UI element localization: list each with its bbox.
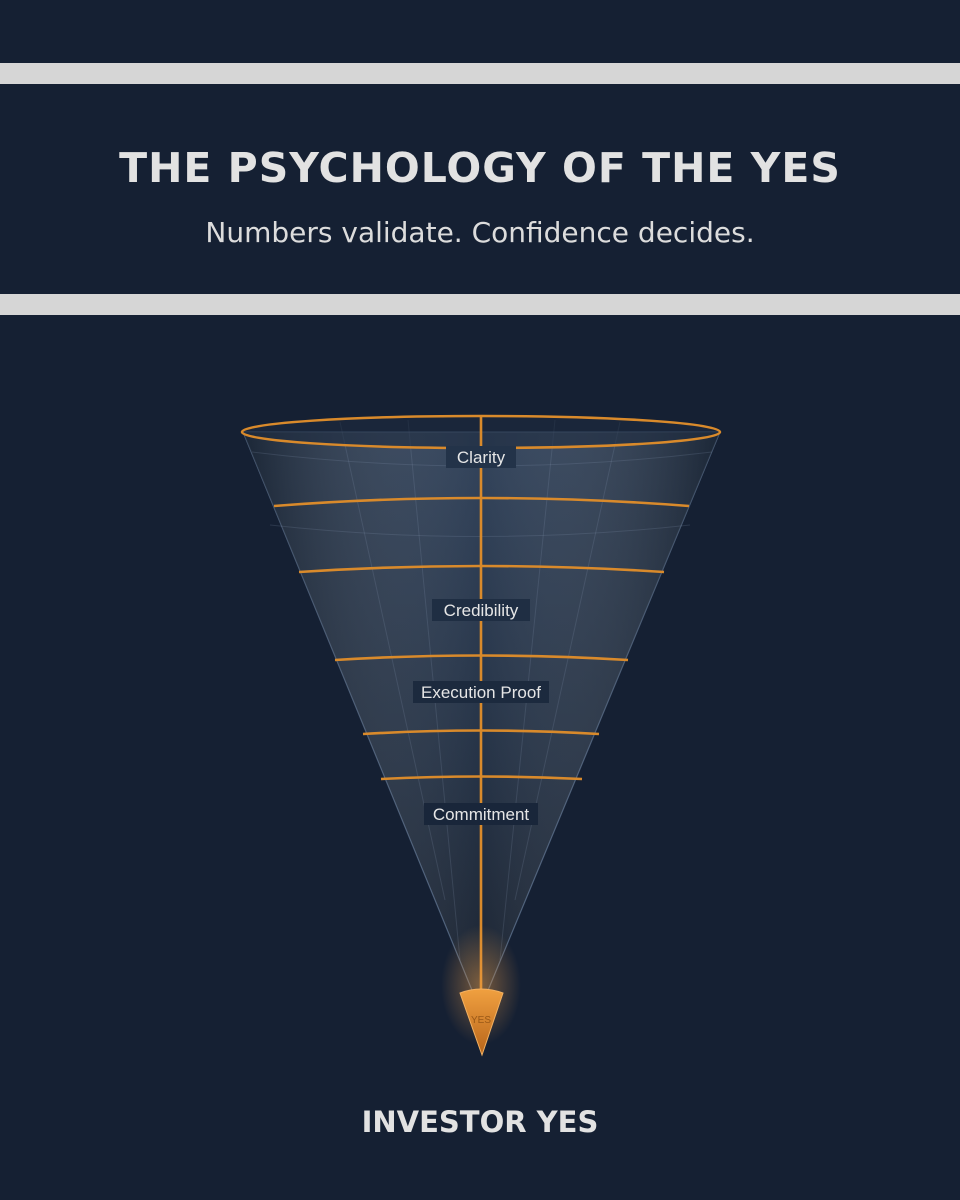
- label-backdrop-execution: [413, 681, 549, 703]
- stage-label-clarity: Clarity: [457, 448, 506, 467]
- funnel-tip: [459, 988, 504, 1057]
- funnel-tip-glow: [441, 925, 521, 1045]
- funnel-output-label: INVESTOR YES: [361, 1105, 599, 1139]
- stage-label-commitment: Commitment: [433, 805, 530, 824]
- funnel-tip-label: YES: [471, 1015, 491, 1026]
- bottom-divider-bar: [0, 294, 960, 315]
- stage-label-execution-proof: Execution Proof: [421, 683, 541, 702]
- top-divider-bar: [0, 63, 960, 84]
- stage-label-credibility: Credibility: [444, 601, 519, 620]
- page-title: THE PSYCHOLOGY OF THE YES: [119, 144, 841, 192]
- label-backdrop-clarity: [446, 446, 516, 468]
- label-backdrop-credibility: [432, 599, 530, 621]
- label-backdrop-commitment: [424, 803, 538, 825]
- page-subtitle: Numbers validate. Confidence decides.: [205, 216, 755, 249]
